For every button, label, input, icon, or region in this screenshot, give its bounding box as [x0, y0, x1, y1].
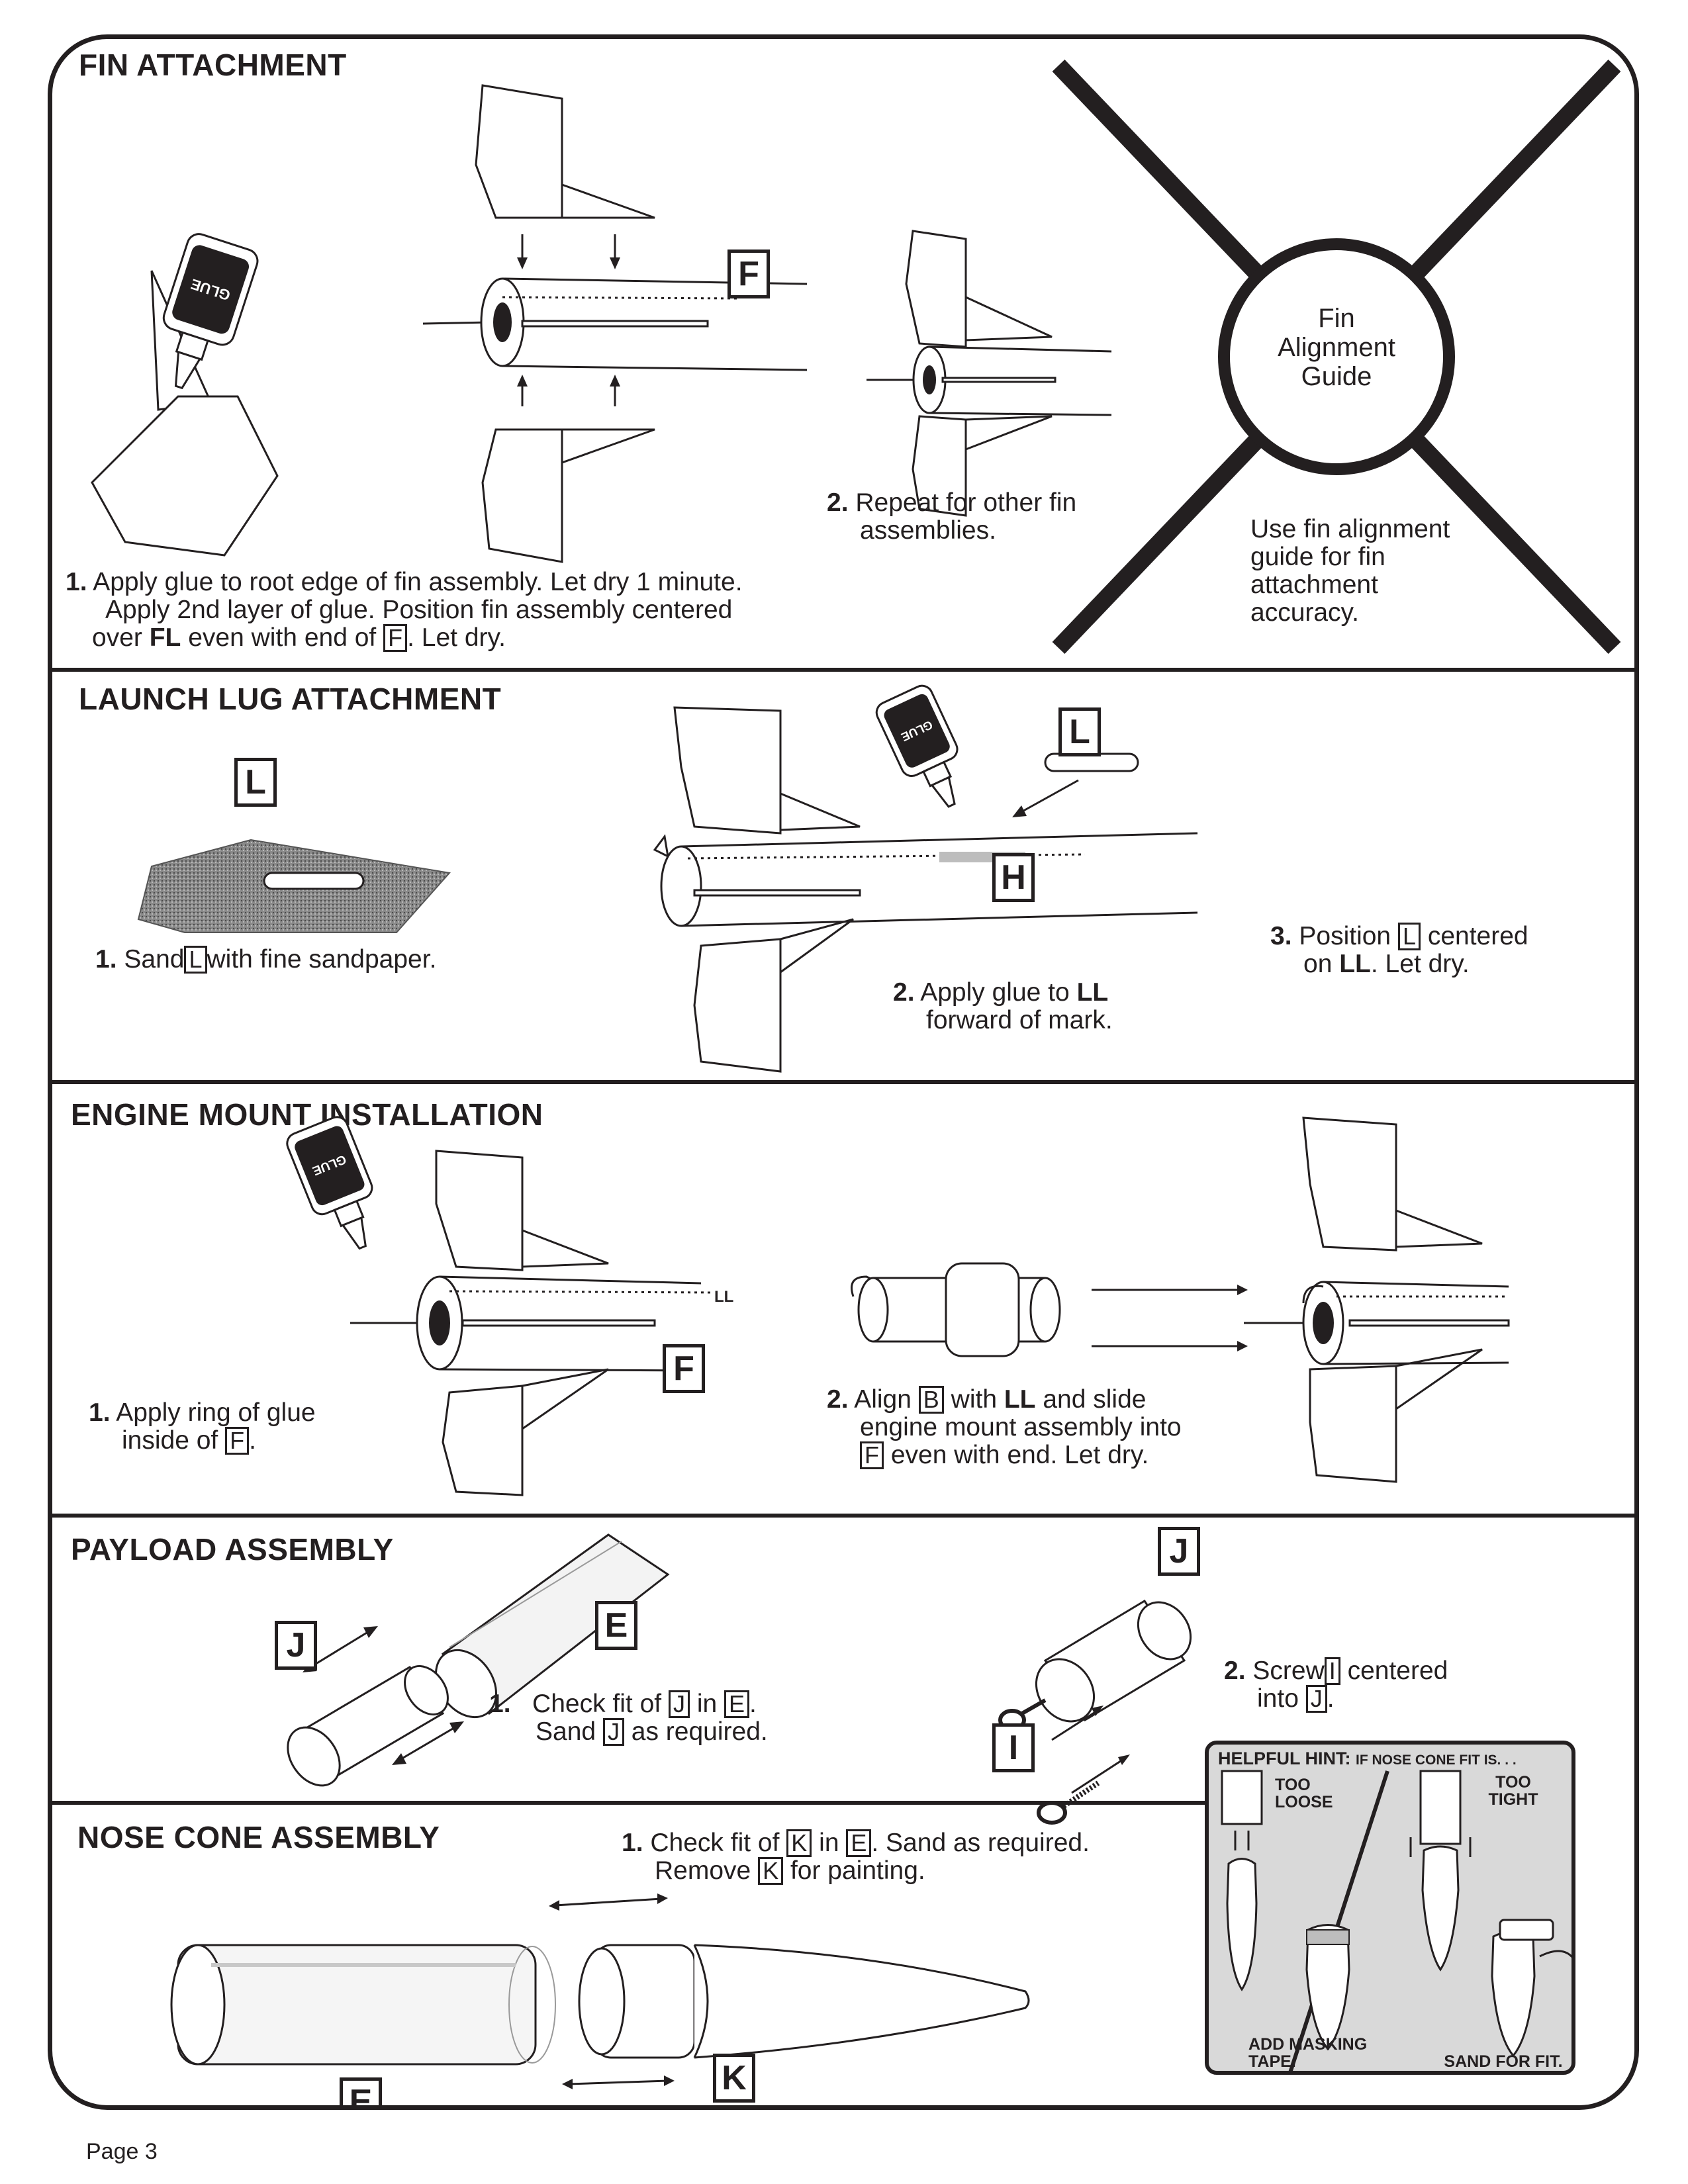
fin-guide-note: Use fin alignment guide for fin attachme… [1250, 515, 1450, 627]
fin-repeat-illustration [860, 205, 1171, 535]
arrow-icon [400, 1727, 456, 1760]
hint-sand-fit: SAND FOR FIT. [1444, 2052, 1563, 2071]
divider-1 [52, 668, 1634, 672]
helpful-hint-box: HELPFUL HINT: IF NOSE CONE FIT IS. . . T… [1205, 1741, 1575, 2075]
label-l-lug: L [1058, 707, 1101, 756]
engine-step1-text: 1. Apply ring of glue inside of F. [89, 1398, 316, 1455]
divider-2 [52, 1080, 1634, 1084]
nose-step1-text: 1. Check fit of K in E. Sand as required… [622, 1829, 1090, 1885]
label-f-engine: F [663, 1344, 705, 1393]
payload-section-title: PAYLOAD ASSEMBLY [71, 1532, 394, 1567]
screw-eye-illustration [966, 1581, 1336, 1833]
glue-bottle-icon: GLUE [144, 231, 261, 398]
label-e-nose: E [340, 2077, 382, 2105]
engine-mount-illustration [847, 1098, 1509, 1495]
arrow-icon [310, 1631, 370, 1667]
lug-step2-text: 2. Apply glue to LL forward of mark. [893, 978, 1113, 1034]
hint-too-loose: TOO LOOSE [1275, 1776, 1333, 1811]
fin-glue-illustration: GLUE [79, 191, 330, 588]
label-f-fin: F [727, 250, 770, 298]
arrow-icon [1072, 1758, 1125, 1793]
page-number: Page 3 [86, 2139, 158, 2164]
fin-step1-text: 1. Apply glue to root edge of fin assemb… [66, 568, 743, 652]
engine-section-title: ENGINE MOUNT INSTALLATION [71, 1097, 543, 1132]
fin-alignment-guide-icon [1045, 52, 1628, 668]
label-l-sand: L [234, 758, 277, 807]
arrow-icon [569, 2081, 668, 2084]
sandpaper-illustration [105, 820, 476, 966]
label-k: K [713, 2054, 755, 2103]
nose-section-title: NOSE CONE ASSEMBLY [77, 1820, 440, 1854]
label-h: H [992, 853, 1035, 902]
lug-step3-text: 3. Position L centered on LL. Let dry. [1270, 922, 1528, 978]
hint-too-tight: TOO TIGHT [1488, 1773, 1538, 1809]
label-i: I [992, 1723, 1035, 1772]
payload-step1-text: 1. Check fit of J in E. Sand J as requir… [489, 1690, 768, 1746]
ll-mark-label: LL [714, 1288, 734, 1306]
lug-section-title: LAUNCH LUG ATTACHMENT [79, 682, 502, 716]
label-j-screw: J [1158, 1527, 1200, 1576]
hint-illustration [1209, 1771, 1575, 2075]
divider-4 [52, 1801, 1212, 1805]
label-j-payload: J [275, 1621, 317, 1670]
fin-section-title: FIN ATTACHMENT [79, 48, 347, 82]
arrow-icon [1052, 1710, 1098, 1740]
instruction-frame: FIN ATTACHMENT GLUE F [48, 34, 1639, 2110]
nose-cone-illustration [158, 1893, 1045, 2089]
divider-3 [52, 1514, 1634, 1518]
glue-bottle-icon: GLUE [284, 1114, 392, 1259]
label-e-payload: E [595, 1601, 637, 1650]
engine-step2-text: 2. Align B with LL and slide engine moun… [827, 1385, 1182, 1469]
hint-add-tape: ADD MASKING TAPE. [1248, 2035, 1368, 2071]
lug-attachment-illustration: GLUE [622, 694, 1284, 1078]
engine-glue-illustration: GLUE [238, 1124, 754, 1495]
fin-step2-text: 2. Repeat for other fin assemblies. [827, 488, 1077, 545]
arrow-icon [555, 1899, 661, 1905]
payload-fit-illustration [271, 1515, 734, 1799]
arrow-icon [1019, 780, 1078, 813]
hint-title: HELPFUL HINT: IF NOSE CONE FIT IS. . . [1218, 1749, 1517, 1768]
fin-guide-label: Fin Alignment Guide [1278, 304, 1395, 391]
fin-assembly-illustration [370, 59, 847, 588]
glue-bottle-icon: GLUE [873, 682, 978, 818]
